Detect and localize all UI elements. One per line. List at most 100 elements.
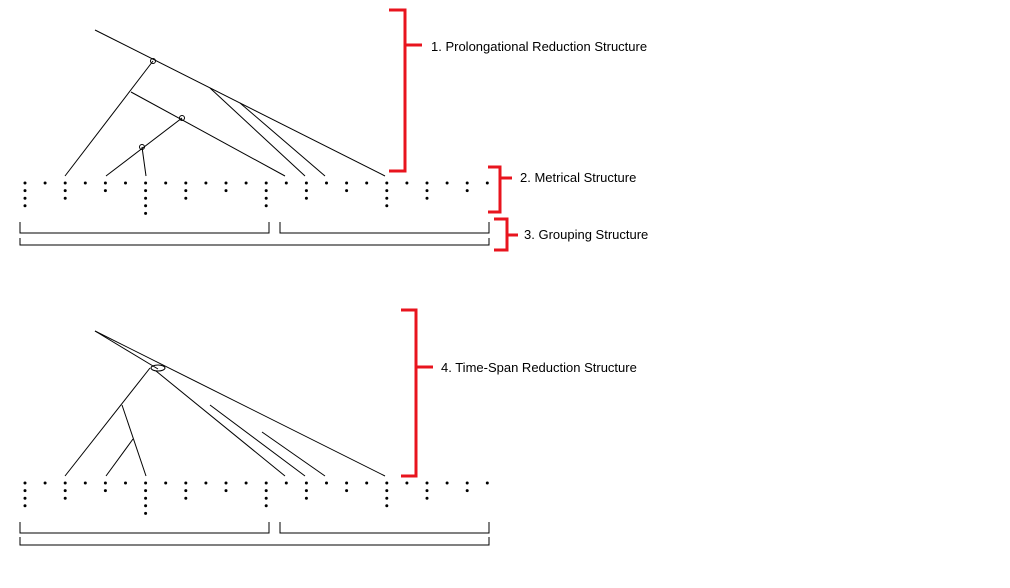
- metrical-brace: [488, 165, 512, 214]
- label-time-span: 4. Time-Span Reduction Structure: [441, 360, 637, 375]
- metrical-dot: [224, 181, 228, 185]
- metrical-dot: [385, 181, 389, 185]
- metrical-dot: [144, 511, 148, 515]
- metrical-dot: [144, 481, 148, 485]
- metrical-dot-grid: [23, 181, 489, 215]
- metrical-dot: [144, 211, 148, 215]
- group-bracket: [279, 222, 490, 234]
- tree-branch: [141, 146, 147, 177]
- tree-branch: [64, 60, 154, 177]
- group-bracket: [279, 522, 490, 534]
- tree-main-branch: [94, 330, 386, 477]
- tree-branch: [105, 438, 134, 477]
- metrical-dot: [23, 181, 27, 185]
- metrical-dot: [485, 481, 489, 485]
- metrical-dot: [405, 481, 409, 485]
- metrical-dot: [224, 489, 228, 493]
- metrical-dot: [304, 489, 308, 493]
- tree-branch: [130, 91, 286, 177]
- metrical-dot: [184, 496, 188, 500]
- metrical-dot: [144, 504, 148, 508]
- label-grouping: 3. Grouping Structure: [524, 227, 648, 242]
- metrical-dot: [204, 481, 208, 485]
- tree-node: [139, 144, 145, 150]
- prolongational-tree: [64, 29, 386, 177]
- metrical-dot: [83, 181, 87, 185]
- metrical-dot: [445, 181, 449, 185]
- metrical-dot: [23, 496, 27, 500]
- label-metrical: 2. Metrical Structure: [520, 170, 636, 185]
- metrical-dot: [325, 481, 328, 485]
- metrical-dot: [103, 489, 107, 493]
- tree-branch: [155, 370, 286, 477]
- metrical-dot: [385, 204, 389, 208]
- metrical-dot: [304, 481, 308, 485]
- grouping-brackets: [19, 222, 490, 246]
- metrical-dot: [405, 181, 409, 185]
- metrical-dot: [23, 189, 27, 193]
- metrical-dot: [224, 481, 228, 485]
- metrical-dot: [224, 189, 228, 193]
- metrical-dot: [43, 481, 47, 485]
- metrical-dot: [83, 481, 87, 485]
- grouping-brackets: [19, 522, 490, 546]
- metrical-dot: [284, 181, 288, 185]
- tree-branch: [209, 404, 306, 477]
- tree-branch: [261, 431, 326, 477]
- metrical-dot: [345, 189, 349, 193]
- metrical-dot: [184, 181, 188, 185]
- metrical-dot: [284, 481, 288, 485]
- metrical-dot: [485, 181, 489, 185]
- metrical-dot: [63, 489, 67, 493]
- label-prolongational: 1. Prolongational Reduction Structure: [431, 39, 647, 54]
- group-bracket: [19, 537, 490, 546]
- metrical-dot: [23, 481, 27, 485]
- tree-branch: [94, 330, 159, 370]
- metrical-dot: [425, 481, 429, 485]
- metrical-dot: [244, 181, 248, 185]
- tree-branch: [121, 404, 147, 477]
- metrical-dot: [445, 481, 449, 485]
- metrical-dot: [144, 489, 148, 493]
- metrical-dot: [164, 181, 168, 185]
- metrical-dot: [385, 496, 389, 500]
- metrical-dot: [304, 496, 308, 500]
- prolongational-brace: [389, 8, 422, 173]
- metrical-dot: [63, 196, 67, 200]
- tree-node: [150, 364, 166, 372]
- metrical-dot: [304, 181, 308, 185]
- metrical-dot: [103, 481, 107, 485]
- metrical-dot: [425, 181, 429, 185]
- metrical-dot: [144, 204, 148, 208]
- metrical-dot: [204, 181, 208, 185]
- metrical-dot: [63, 481, 67, 485]
- metrical-dot: [264, 496, 268, 500]
- metrical-dot: [23, 204, 27, 208]
- metrical-dot: [23, 489, 27, 493]
- metrical-dot: [164, 481, 168, 485]
- metrical-dot: [23, 196, 27, 200]
- metrical-dot: [124, 481, 127, 485]
- metrical-dot: [385, 504, 389, 508]
- metrical-dot: [465, 181, 469, 185]
- metrical-dot: [144, 496, 148, 500]
- metrical-dot: [425, 489, 429, 493]
- metrical-dot: [184, 189, 188, 193]
- group-bracket: [19, 522, 270, 534]
- metrical-dot: [325, 181, 328, 185]
- metrical-dot: [304, 196, 308, 200]
- tree-node: [150, 58, 156, 64]
- metrical-dot: [144, 189, 148, 193]
- metrical-dot: [144, 181, 148, 185]
- metrical-dot: [385, 489, 389, 493]
- metrical-dot: [304, 189, 308, 193]
- metrical-dot: [124, 181, 127, 185]
- metrical-dot: [345, 181, 349, 185]
- metrical-dot: [345, 481, 349, 485]
- metrical-dot: [144, 196, 148, 200]
- metrical-dot: [385, 481, 389, 485]
- metrical-dot: [425, 496, 429, 500]
- metrical-dot: [184, 196, 188, 200]
- metrical-dot: [465, 481, 469, 485]
